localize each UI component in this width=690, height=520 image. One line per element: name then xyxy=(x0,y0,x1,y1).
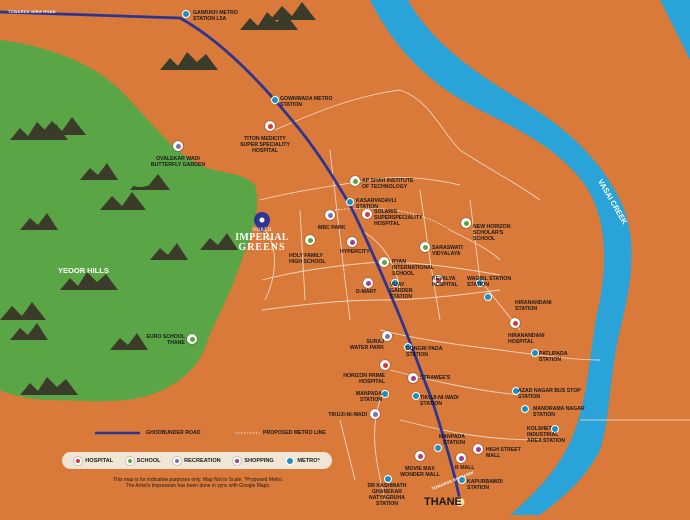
place-ryan: RYAN INTERNATIONAL SCHOOL xyxy=(392,259,434,277)
school-icon xyxy=(187,334,197,344)
metro-icon xyxy=(484,293,492,301)
place-azad: AZAD NAGAR BUS STOP STATION xyxy=(518,388,581,400)
place-dongri: DONGRI PADA STATION xyxy=(406,346,443,358)
place-rmall: R MALL xyxy=(455,465,475,471)
shopping-icon xyxy=(456,453,466,463)
place-hiranandani-h: HIRANANDANI HOSPITAL xyxy=(508,333,545,345)
recreation-icon xyxy=(173,456,182,465)
place-gownwada: GOWNWADA METRO STATION xyxy=(280,96,333,108)
shopping-icon xyxy=(363,278,373,288)
recreation-icon xyxy=(325,210,335,220)
metro-icon xyxy=(271,96,279,104)
place-ap-shah: AP SHAH INSTITUTE OF TECHNOLOGY xyxy=(362,178,414,190)
project-logo: NORTH IMPERIAL GREENS xyxy=(235,228,289,253)
place-saraswati: SARASWATI VIDYALAYA xyxy=(432,245,463,257)
place-manpada2: MANPADA STATION xyxy=(438,434,465,446)
disclaimer: This map is for indicative purposes only… xyxy=(113,477,283,489)
key-proposed-metro: PROPOSED METRO LINE xyxy=(263,430,326,436)
recreation-icon xyxy=(382,331,392,341)
hospital-icon xyxy=(510,318,520,328)
metro-icon xyxy=(404,343,412,351)
metro-icon xyxy=(458,476,466,484)
place-kapurbawdi: KAPURBAWDI STATION xyxy=(467,479,503,491)
vasai-creek xyxy=(370,0,632,515)
place-kashinath: DR KASHINATH GHANEKAR NATYAGRUHA STATION xyxy=(367,483,407,507)
place-kevalya: KEVALYA HOSPITAL xyxy=(432,276,458,288)
school-icon xyxy=(379,257,389,267)
ghodbunder-road xyxy=(0,10,462,501)
metro-icon xyxy=(286,456,295,465)
metro-icon xyxy=(531,349,539,357)
place-waghbil: WAGBIL STATION STATION xyxy=(467,276,512,288)
shopping-icon xyxy=(408,373,418,383)
metro-icon xyxy=(551,425,559,433)
metro-icon xyxy=(381,390,389,398)
place-horizon-prime: HORIZON PRIME HOSPITAL xyxy=(343,373,385,385)
place-tikuji: TIKUJI-NI-WADI xyxy=(328,412,367,418)
metro-icon xyxy=(476,279,484,287)
place-solaris: SOLARIS SUPERSPECIALITY HOSPITAL xyxy=(374,209,423,227)
metro-icon xyxy=(512,387,520,395)
shopping-icon xyxy=(233,456,242,465)
shopping-icon xyxy=(415,451,425,461)
place-thane: THANE xyxy=(424,496,462,508)
place-yeoor: YEOOR HILLS xyxy=(58,266,109,275)
place-euro: EURO SCHOOL THANE xyxy=(146,334,185,346)
legend-recreation: RECREATION xyxy=(173,456,221,465)
legend-hospital: HOSPITAL xyxy=(74,456,113,465)
school-icon xyxy=(461,218,471,228)
metro-icon xyxy=(182,10,190,18)
recreation-icon xyxy=(173,141,183,151)
map-legend: HOSPITAL SCHOOL RECREATION SHOPPING METR… xyxy=(62,452,332,469)
recreation-icon xyxy=(370,409,380,419)
place-manpada: MANPADA STATION xyxy=(355,391,382,403)
metro-icon xyxy=(434,444,442,452)
place-holy-family: HOLY FAMILY HIGH SCHOOL xyxy=(289,253,326,265)
place-patlipada: PATLIPADA STATION xyxy=(539,351,568,363)
bushes xyxy=(128,173,235,211)
place-high-street: HIGH STREET MALL xyxy=(486,447,521,459)
place-tikuji-station: TIKUJI-NI-WADI STATION xyxy=(420,395,459,407)
school-icon xyxy=(350,176,360,186)
hospital-icon xyxy=(265,121,275,131)
legend-shopping: SHOPPING xyxy=(233,456,274,465)
place-kolshet: KOLSHET INDUSTRIAL AREA STATION xyxy=(527,426,565,444)
hospital-icon xyxy=(380,360,390,370)
legend-metro: METRO* xyxy=(286,456,320,465)
metro-icon xyxy=(412,392,420,400)
place-titan: TITON MEDICITY SUPER SPECIALITY HOSPITAL xyxy=(240,136,290,154)
key-ghodbunder: GHODBUNDER ROAD xyxy=(146,430,201,436)
school-icon xyxy=(305,235,315,245)
place-strawees: STRAWEE'S xyxy=(420,375,451,381)
hospital-icon xyxy=(433,275,443,285)
legend-school: SCHOOL xyxy=(125,456,161,465)
place-hiranandani-st: HIRANANDANI STATION xyxy=(515,300,552,312)
place-hypercity: HYPERCITY xyxy=(340,249,370,255)
hills xyxy=(0,2,316,395)
place-vijay: VIJAY GARDEN STATION xyxy=(390,282,413,300)
metro-icon xyxy=(384,475,392,483)
place-dmart: D-MART xyxy=(356,289,377,295)
place-manorama: MANORAMA NAGAR STATION xyxy=(533,406,585,418)
school-icon xyxy=(420,242,430,252)
metro-icon xyxy=(391,279,399,287)
place-new-horizon: NEW HORIZON SCHOLAR'S SCHOOL xyxy=(473,224,511,242)
school-icon xyxy=(125,456,134,465)
place-ovalekar: OVALEKAR WADI BUTTERFLY GARDEN xyxy=(150,156,206,168)
metro-icon xyxy=(521,405,529,413)
place-gaimukh: GAIMUKH METRO STATION L5A xyxy=(193,10,238,22)
shopping-icon xyxy=(347,237,357,247)
hospital-icon xyxy=(74,456,83,465)
place-kasarvadavli: KASARVADAVLI STATION xyxy=(356,198,397,210)
hospital-icon xyxy=(362,209,372,219)
metro-icon xyxy=(346,198,354,206)
place-movie-max: MOVIE MAX WONDER MALL xyxy=(400,466,440,478)
place-mbc-park: MBC PARK xyxy=(318,225,346,231)
place-suraj: SURAJ WATER PARK xyxy=(349,339,384,351)
shopping-icon xyxy=(473,444,483,454)
road-label-mira: TOWARDS MIRA ROAD xyxy=(8,9,56,14)
